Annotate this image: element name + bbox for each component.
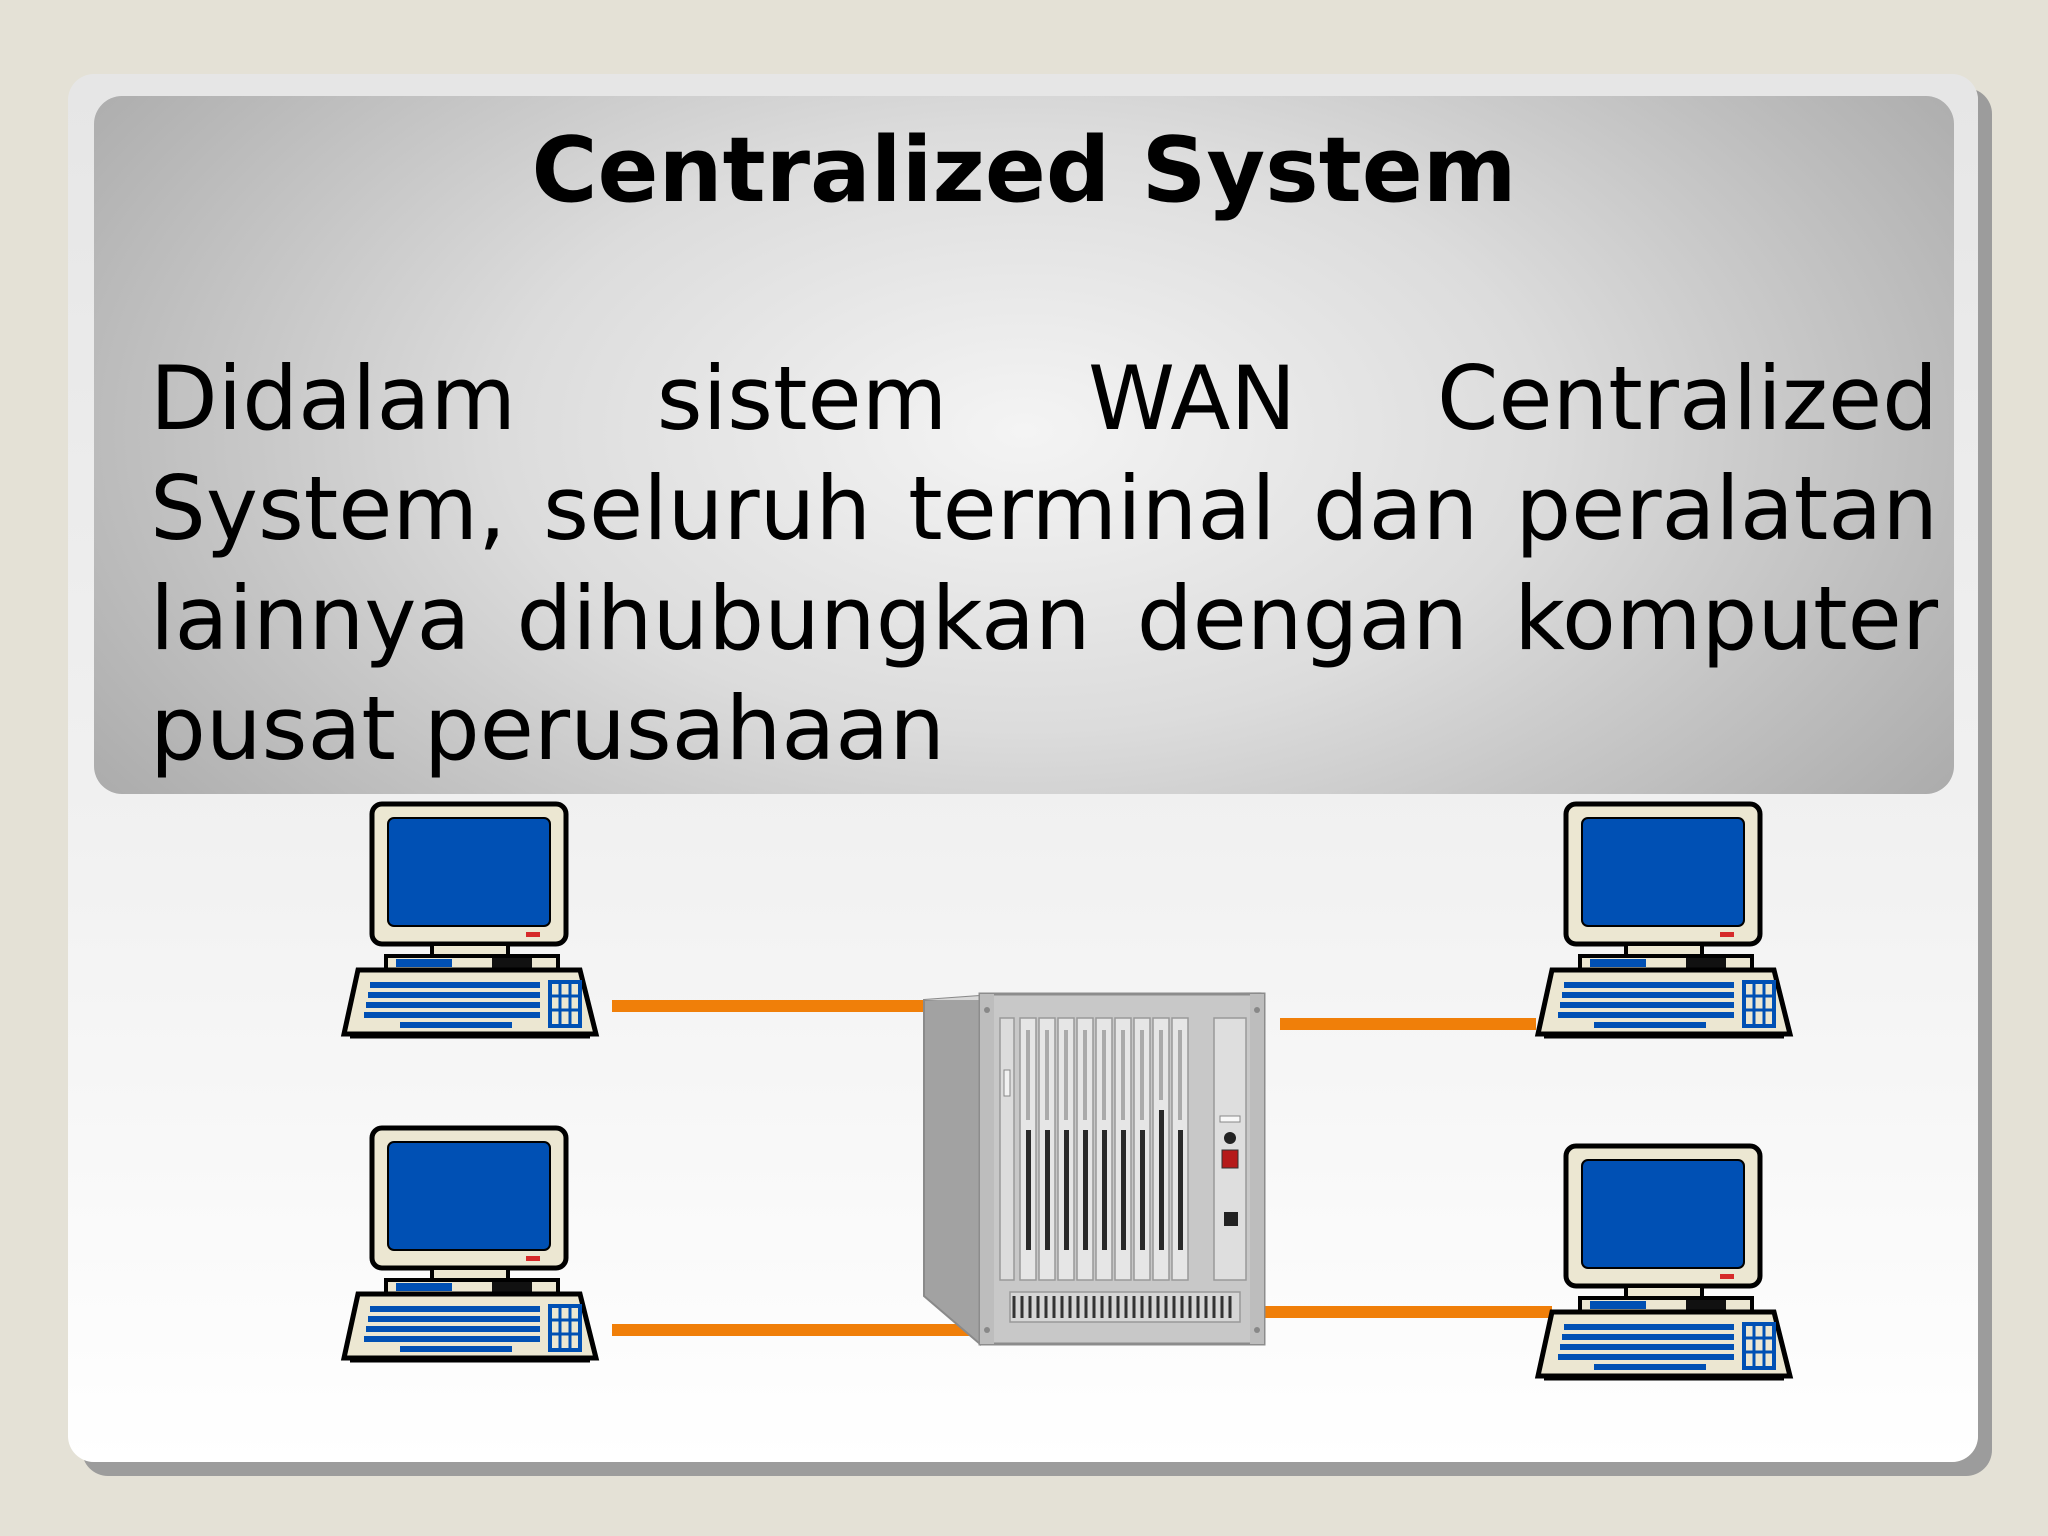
desktop-computer-icon — [1538, 1146, 1790, 1378]
desktop-computer-icon — [344, 804, 596, 1036]
slide-title: Centralized System — [531, 118, 1517, 223]
slide-body-text: Didalam sistem WAN Centralized System, s… — [150, 347, 1938, 780]
header-panel — [94, 96, 1954, 794]
connection-lines — [612, 1000, 1552, 1336]
desktop-computer-icon — [1538, 804, 1790, 1036]
server-rack-icon — [923, 992, 1266, 1347]
desktop-computer-icon — [344, 1128, 596, 1360]
